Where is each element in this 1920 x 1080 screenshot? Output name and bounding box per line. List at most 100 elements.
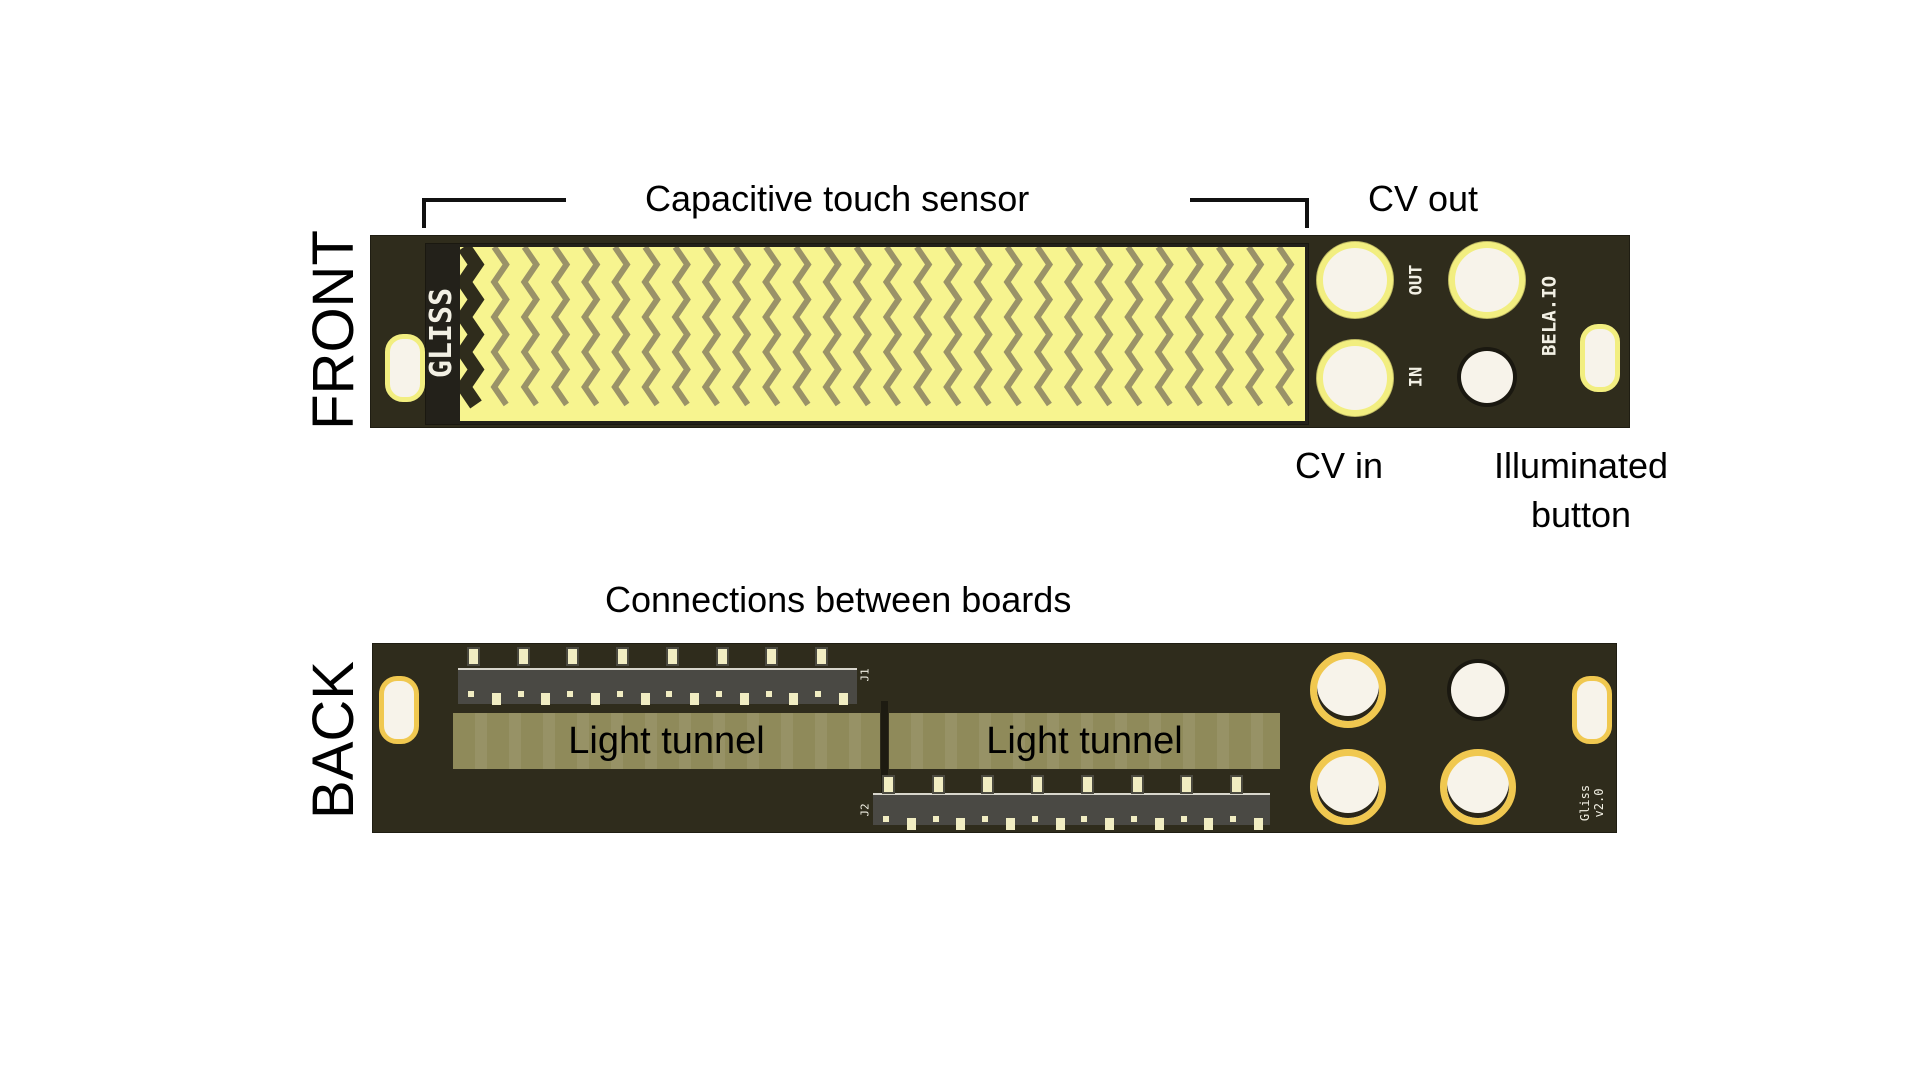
- in-silkscreen: IN: [1406, 366, 1427, 388]
- connector-pad: [767, 649, 777, 664]
- connector-pad: [816, 649, 826, 664]
- version-silkscreen-name: Gliss: [1578, 784, 1592, 822]
- sensor-stripe: [913, 247, 933, 407]
- sensor-stripe: [1184, 247, 1204, 407]
- sensor-stripe: [550, 247, 571, 407]
- connector-pin: [906, 818, 916, 830]
- mounting-slot-left: [385, 334, 425, 402]
- front-board: GLISS OUT IN BELA.IO: [370, 235, 1630, 428]
- connector-pad: [1033, 777, 1043, 792]
- connections-between-boards-label: Connections between boards: [605, 579, 1072, 620]
- connector-pin: [815, 691, 822, 697]
- connector-pin: [1131, 816, 1137, 822]
- sensor-stripe: [581, 247, 601, 407]
- connector-pin: [666, 691, 673, 697]
- connector-pin: [932, 816, 939, 822]
- connector-pin: [1204, 818, 1214, 830]
- sensor-stripe: [460, 247, 485, 409]
- sensor-stripe: [1094, 247, 1114, 407]
- cv-out-jack-2[interactable]: [1449, 242, 1525, 318]
- connector-pin: [1105, 818, 1115, 830]
- sensor-stripe: [731, 247, 752, 407]
- light-tunnel-1: Light tunnel: [453, 713, 880, 769]
- sensor-stripe: [520, 247, 540, 407]
- j1-label: J1: [858, 668, 872, 682]
- illuminated-button-label-line1: Illuminated: [1493, 445, 1669, 486]
- sensor-stripe: [701, 247, 722, 407]
- sensor-stripe: [943, 247, 963, 407]
- connector-pin: [1230, 816, 1237, 822]
- connector-pad: [1231, 777, 1241, 792]
- sensor-stripe: [882, 247, 903, 407]
- sensor-stripe: [1154, 247, 1174, 407]
- connector-pin: [1031, 816, 1038, 822]
- version-silkscreen-version: v2.0: [1592, 788, 1606, 818]
- sensor-stripe: [973, 247, 993, 407]
- connector-pad: [618, 649, 628, 664]
- connector-pad: [667, 649, 677, 664]
- connector-pad: [933, 777, 943, 792]
- capacitive-touch-sensor[interactable]: [460, 247, 1305, 421]
- light-tunnel-2: Light tunnel: [889, 713, 1280, 769]
- sensor-bracket-right: [1190, 198, 1309, 228]
- illuminated-button[interactable]: [1461, 351, 1513, 403]
- connector-pad: [568, 649, 578, 664]
- connector-pin: [1180, 816, 1187, 822]
- sensor-stripe: [1124, 247, 1144, 407]
- connector-pin: [839, 693, 848, 705]
- connector-pin: [883, 816, 889, 822]
- sensor-stripe: [671, 247, 691, 407]
- j2-label: J2: [858, 803, 872, 817]
- sensor-stripe: [1275, 247, 1295, 407]
- cv-out-jack-1[interactable]: [1317, 242, 1393, 318]
- connector-pad: [884, 777, 893, 792]
- connector-pad: [1182, 777, 1192, 792]
- back-label: BACK: [301, 661, 366, 819]
- bela-io-silkscreen: BELA.IO: [1538, 275, 1561, 357]
- connector-trace: [881, 701, 888, 799]
- back-jack-bottom-left: [1310, 749, 1386, 825]
- capacitive-touch-sensor-label: Capacitive touch sensor: [645, 178, 1030, 219]
- mounting-slot-left-back: [379, 676, 419, 744]
- connector-pin: [1154, 818, 1164, 830]
- illuminated-button-label-line2: button: [1530, 494, 1632, 535]
- sensor-stripe: [792, 247, 812, 407]
- gliss-silkscreen: GLISS: [424, 287, 459, 379]
- connector-pad: [983, 777, 993, 792]
- sensor-stripe: [1003, 247, 1023, 407]
- back-board: J1 Light tunnel Light tunnel J2 Gliss v2…: [372, 643, 1617, 833]
- connector-pin: [591, 693, 600, 705]
- mounting-slot-right: [1580, 324, 1620, 392]
- connector-pad: [469, 649, 478, 664]
- sensor-stripe: [762, 247, 782, 407]
- sensor-stripe: [1033, 247, 1054, 407]
- cv-out-label: CV out: [1368, 178, 1479, 219]
- sensor-stripe: [490, 247, 510, 407]
- sensor-stripe: [641, 247, 661, 407]
- back-jack-bottom-right: [1440, 749, 1516, 825]
- sensor-stripe: [1214, 247, 1235, 407]
- back-jack-top-left: [1310, 652, 1386, 728]
- connector-pin: [567, 691, 574, 697]
- connector-pin: [789, 693, 799, 705]
- connector-pin: [1006, 818, 1015, 830]
- light-tunnel-2-label: Light tunnel: [986, 719, 1183, 762]
- connector-pad: [1132, 777, 1142, 792]
- sensor-stripe: [611, 247, 631, 407]
- connector-pin: [1081, 816, 1088, 822]
- mounting-slot-right-back: [1572, 676, 1612, 744]
- connector-pin: [1055, 818, 1065, 830]
- cv-in-label: CV in: [1295, 445, 1384, 486]
- sensor-stripe: [822, 247, 842, 407]
- connector-pad: [518, 649, 528, 664]
- back-button: [1451, 663, 1505, 717]
- connector-pin: [640, 693, 650, 705]
- front-label: FRONT: [301, 230, 366, 430]
- cv-in-jack[interactable]: [1317, 340, 1393, 416]
- connector-j2: [873, 793, 1270, 825]
- sensor-stripe: [852, 247, 872, 407]
- connector-pin: [517, 691, 524, 697]
- connector-pin: [468, 691, 474, 697]
- connector-pad: [717, 649, 727, 664]
- connector-pin: [716, 691, 722, 697]
